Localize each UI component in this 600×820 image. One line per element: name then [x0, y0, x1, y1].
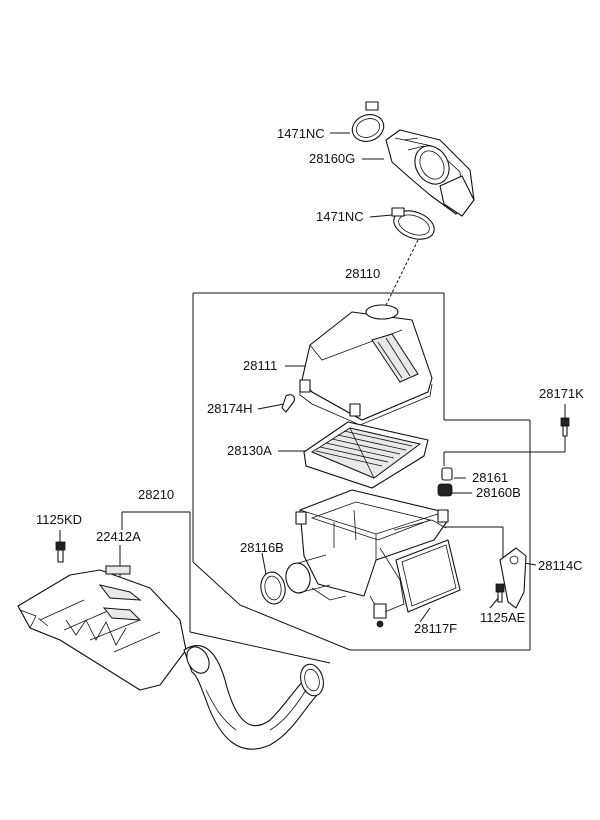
bolt-1125kd-icon	[55, 541, 66, 563]
air-cleaner-lower-body-icon	[295, 489, 449, 628]
label-28130a: 28130A	[227, 443, 272, 458]
hose-clamp-mid-icon	[391, 207, 435, 240]
label-28114c: 28114C	[538, 558, 583, 573]
bolt-1125ae-icon	[495, 583, 505, 603]
engine-cover-icon	[17, 569, 187, 691]
label-28111: 28111	[243, 358, 277, 373]
grommet-28161-icon	[441, 467, 453, 481]
bolt-28171k-icon	[560, 417, 570, 437]
grommet-28160b-icon	[437, 483, 453, 497]
part-labels: 1471NC 28160G 1471NC 28110 28111 28171K …	[36, 126, 584, 636]
label-28171k: 28171K	[539, 386, 584, 401]
panel-filter-icon	[395, 539, 461, 613]
label-28161: 28161	[472, 470, 508, 485]
label-22412a: 22412A	[96, 529, 141, 544]
label-sticker-icon	[105, 565, 131, 575]
bracket-icon	[499, 547, 527, 609]
air-intake-hose-icon	[385, 129, 475, 217]
label-28210: 28210	[138, 487, 174, 502]
clip-icon	[281, 394, 295, 413]
air-filter-element-icon	[303, 421, 429, 489]
label-28117f: 28117F	[414, 621, 457, 636]
label-28160g: 28160G	[309, 151, 355, 166]
air-cleaner-cover-icon	[299, 304, 433, 426]
hose-clamp-lower-icon	[260, 554, 331, 605]
label-28160b: 28160B	[476, 485, 521, 500]
hose-clamp-top-icon	[351, 101, 385, 142]
air-duct-hose-icon	[183, 645, 324, 750]
label-28116b: 28116B	[240, 540, 284, 555]
label-28110: 28110	[345, 266, 380, 281]
label-28174h: 28174H	[207, 401, 253, 416]
label-1471nc-mid: 1471NC	[316, 209, 364, 224]
label-1471nc-top: 1471NC	[277, 126, 325, 141]
label-1125kd: 1125KD	[36, 512, 82, 527]
label-1125ae: 1125AE	[480, 610, 526, 625]
